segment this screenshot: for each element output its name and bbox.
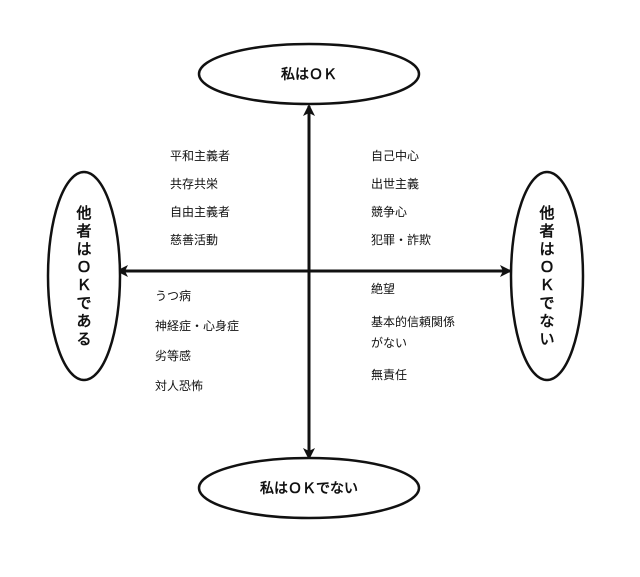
pole-left: 他者はＯＫである xyxy=(46,170,122,382)
quadrant-item: 犯罪・詐欺 xyxy=(371,232,431,247)
pole-top-label: 私はＯＫ xyxy=(281,66,337,83)
quadrant-item: 神経症・心身症 xyxy=(155,318,239,333)
pole-right-ellipse xyxy=(509,170,585,382)
quadrant-item: 出世主義 xyxy=(371,176,419,191)
quadrant-item: 共存共栄 xyxy=(170,177,218,191)
quadrant-item: 基本的信頼関係 xyxy=(371,314,455,329)
quadrant-item: 絶望 xyxy=(371,281,395,296)
quadrant-item: 自由主義者 xyxy=(170,204,230,219)
quadrant-item: 劣等感 xyxy=(155,348,191,363)
pole-bottom: 私はＯＫでない xyxy=(197,456,421,520)
pole-right-label: 他者はＯＫでない xyxy=(538,204,554,348)
pole-left-ellipse xyxy=(46,170,122,382)
quadrant-item: 自己中心 xyxy=(371,148,419,163)
pole-left-label: 他者はＯＫである xyxy=(75,204,91,348)
pole-top-ellipse xyxy=(197,42,421,106)
quadrant-item: うつ病 xyxy=(155,288,191,303)
quadrant-item: 対人恐怖 xyxy=(155,378,203,393)
pole-right: 他者はＯＫでない xyxy=(509,170,585,382)
quadrant-item: 平和主義者 xyxy=(170,148,230,163)
quadrant-item: がない xyxy=(371,335,407,350)
quadrant-item: 競争心 xyxy=(371,204,407,219)
quadrant-item: 慈善活動 xyxy=(170,232,218,247)
quadrant-item: 無責任 xyxy=(371,367,407,382)
pole-top: 私はＯＫ xyxy=(197,42,421,106)
pole-bottom-ellipse xyxy=(197,456,421,520)
pole-bottom-label: 私はＯＫでない xyxy=(260,480,358,497)
